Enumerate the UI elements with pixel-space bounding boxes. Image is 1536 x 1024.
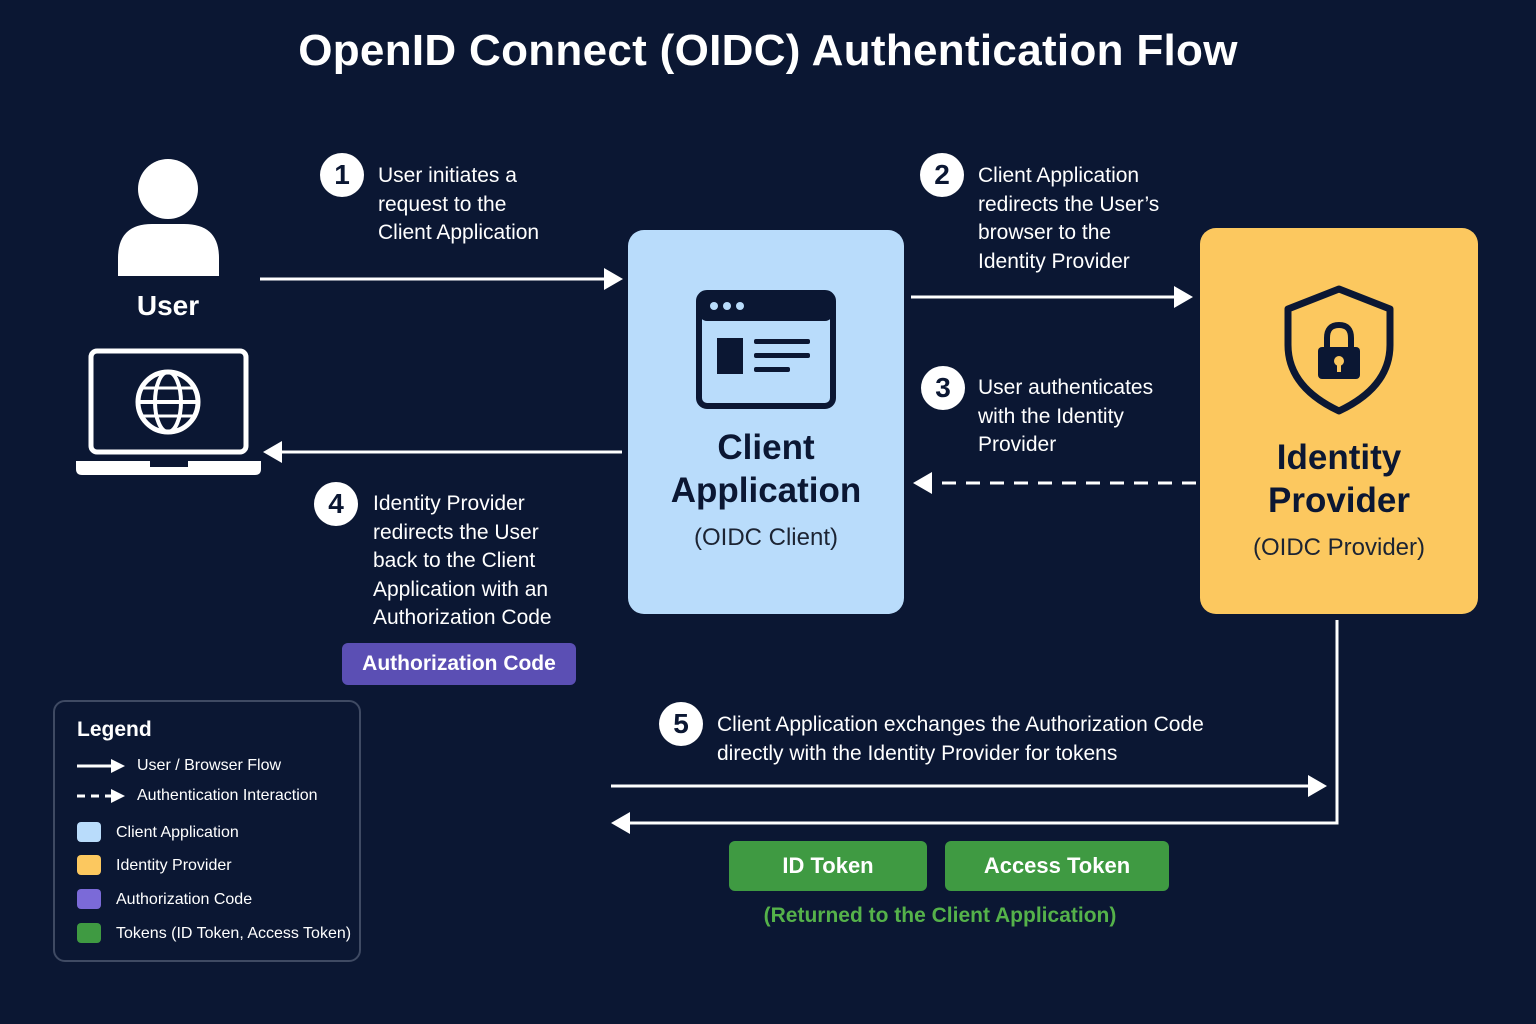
step-4-badge: 4 <box>314 482 358 526</box>
arrow-client-to-idp-token-request <box>611 775 1327 797</box>
arrow-client-to-idp <box>911 286 1193 308</box>
idp-subtitle: (OIDC Provider) <box>1252 534 1426 561</box>
legend-label-client: Client Application <box>116 824 239 841</box>
client-subtitle: (OIDC Client) <box>693 524 838 551</box>
user-label: User <box>136 290 200 321</box>
step-2-badge: 2 <box>920 153 964 197</box>
step-1-badge: 1 <box>320 153 364 197</box>
step-5-text: Client Application exchanges the Authori… <box>717 713 1204 765</box>
legend-title: Legend <box>77 718 152 741</box>
legend-user-browser-flow: User / Browser Flow <box>137 757 282 774</box>
laptop-globe-icon <box>76 348 261 475</box>
user-icon <box>118 159 219 276</box>
identity-provider-box: Identity Provider (OIDC Provider) <box>1200 228 1478 614</box>
legend: Legend User / Browser Flow Authenticatio… <box>53 700 361 962</box>
step-2-text: Client Application redirects the User’s … <box>978 164 1160 273</box>
step-3-text: User authenticates with the Identity Pro… <box>978 376 1154 456</box>
legend-swatch-idp <box>77 855 101 875</box>
legend-swatch-client <box>77 822 101 842</box>
legend-swatch-authcode <box>77 889 101 909</box>
idp-title-line1: Identity <box>1276 438 1402 477</box>
step-4-text: Identity Provider redirects the User bac… <box>373 492 552 629</box>
tokens-returned-note: (Returned to the Client Application) <box>763 904 1117 927</box>
legend-label-tokens: Tokens (ID Token, Access Token) <box>116 925 352 942</box>
legend-dashed-arrow-icon <box>77 789 125 803</box>
arrow-idp-to-client-token-response <box>611 620 1339 834</box>
legend-label-idp: Identity Provider <box>116 857 232 874</box>
client-application-box: Client Application (OIDC Client) <box>628 230 904 614</box>
arrow-idp-to-client-dashed <box>913 472 1196 494</box>
client-title-line2: Application <box>670 471 862 510</box>
client-title-line1: Client <box>717 428 815 467</box>
idp-title-line2: Provider <box>1268 481 1410 520</box>
authorization-code-badge: Authorization Code <box>342 643 576 685</box>
diagram-title: OpenID Connect (OIDC) Authentication Flo… <box>298 26 1238 75</box>
step-5-badge: 5 <box>659 702 703 746</box>
id-token-badge: ID Token <box>729 841 927 891</box>
arrow-user-to-client <box>260 268 623 290</box>
step-1-text: User initiates a request to the Client A… <box>378 164 540 244</box>
legend-swatch-tokens <box>77 923 101 943</box>
legend-authentication-interaction: Authentication Interaction <box>137 787 318 804</box>
legend-label-authcode: Authorization Code <box>116 891 253 908</box>
shield-lock-icon <box>1284 285 1394 415</box>
access-token-badge: Access Token <box>945 841 1169 891</box>
browser-window-icon <box>696 290 836 409</box>
legend-solid-arrow-icon <box>77 759 125 773</box>
step-3-badge: 3 <box>921 366 965 410</box>
arrow-client-to-user <box>263 441 622 463</box>
